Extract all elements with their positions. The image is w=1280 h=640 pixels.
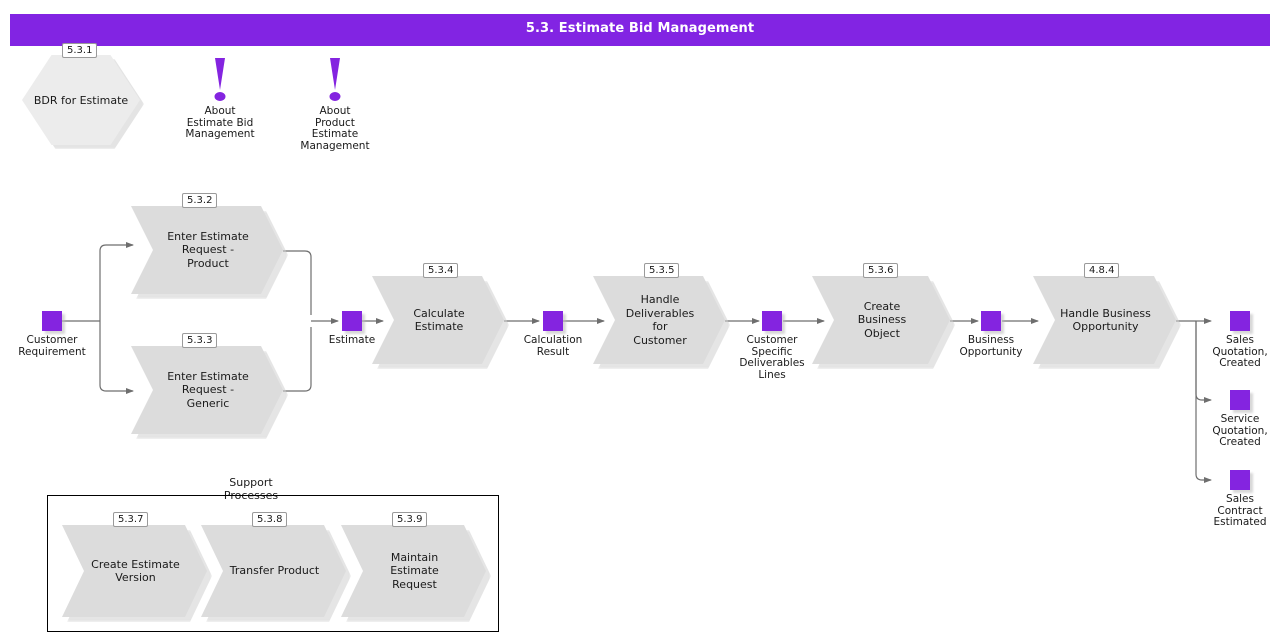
data-object-icon xyxy=(543,311,563,331)
exclamation-dot-icon xyxy=(329,92,341,101)
wire-532-to-merge xyxy=(283,250,312,315)
badge-531: 5.3.1 xyxy=(62,43,98,58)
exclamation-icon xyxy=(330,58,340,90)
data-object-icon xyxy=(42,311,62,331)
badge-537: 5.3.7 xyxy=(113,512,149,527)
badge-535: 5.3.5 xyxy=(644,263,680,278)
badge-532: 5.3.2 xyxy=(182,193,218,208)
badge-538: 5.3.8 xyxy=(252,512,288,527)
process-transfer-product[interactable]: Transfer Product xyxy=(201,525,346,617)
badge-484: 4.8.4 xyxy=(1084,263,1120,278)
page-title: 5.3. Estimate Bid Management xyxy=(525,21,755,36)
support-processes-group xyxy=(47,495,499,632)
data-object-label: Estimate xyxy=(328,334,376,346)
wire-fan-to-sales-contract xyxy=(1195,321,1212,483)
diagram-header-bar: 5.3. Estimate Bid Management xyxy=(10,14,1270,46)
data-object-icon xyxy=(1230,390,1250,410)
bdr-for-estimate-node[interactable]: BDR for Estimate xyxy=(22,55,144,149)
badge-534: 5.3.4 xyxy=(423,263,459,278)
exclamation-icon xyxy=(215,58,225,90)
badge-536: 5.3.6 xyxy=(863,263,899,278)
data-object-icon xyxy=(981,311,1001,331)
exclamation-dot-icon xyxy=(214,92,226,101)
wire-bus-to-533 xyxy=(99,321,134,394)
wire-bus-to-532 xyxy=(99,242,134,321)
badge-539: 5.3.9 xyxy=(392,512,428,527)
data-object-estimate[interactable]: Estimate xyxy=(329,311,375,346)
data-object-icon xyxy=(762,311,782,331)
chevron-shape: Transfer Product xyxy=(201,525,346,617)
bdr-label: BDR for Estimate xyxy=(33,93,129,107)
process-label: Transfer Product xyxy=(229,564,320,578)
data-object-icon xyxy=(342,311,362,331)
wire-533-to-merge xyxy=(283,327,312,392)
data-object-icon xyxy=(1230,311,1250,331)
badge-533: 5.3.3 xyxy=(182,333,218,348)
data-object-icon xyxy=(1230,470,1250,490)
wire-fan-to-service-quotation xyxy=(1195,321,1212,403)
